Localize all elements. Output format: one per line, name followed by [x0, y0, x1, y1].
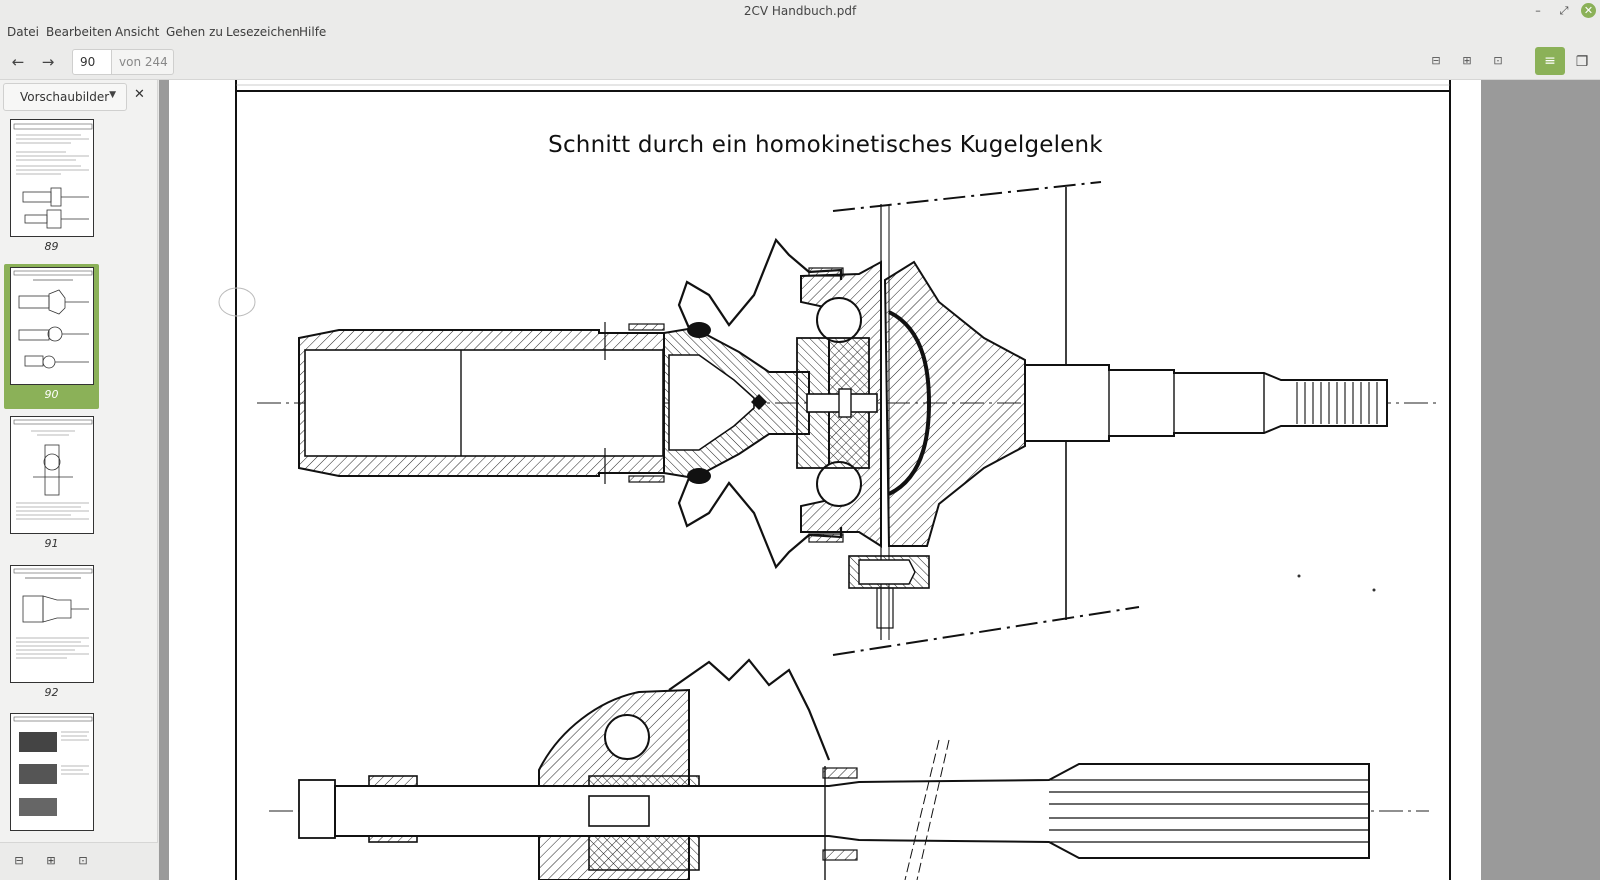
- fit-page-icon: ⊡: [1493, 54, 1503, 67]
- title-bar: 2CV Handbuch.pdf – ⤢ ✕: [0, 0, 1600, 22]
- thumb-zoom-in-icon[interactable]: ⊞: [46, 854, 56, 867]
- menu-bar: Datei Bearbeiten Ansicht Gehen zu Leseze…: [0, 22, 1600, 44]
- sidebar-footer: ⊟ ⊞ ⊡: [0, 842, 158, 880]
- pdf-page: Schnitt durch ein homokinetisches Kugelg…: [169, 80, 1481, 880]
- toolbar: ← → 90 von 244 ⊟ ⊞ ⊡ ≡ ❐: [0, 44, 1600, 80]
- zoom-in-icon: ⊞: [1462, 54, 1472, 67]
- thumbnail-page-number: 89: [44, 240, 59, 253]
- thumbnail-image: [10, 565, 94, 683]
- sidebar-mode-select[interactable]: Vorschaubilder ▼: [3, 83, 127, 111]
- thumbnail-page-number: 90: [44, 388, 59, 401]
- thumbnail-93[interactable]: [4, 710, 99, 841]
- fit-page-button[interactable]: ⊡: [1488, 49, 1508, 73]
- menu-datei[interactable]: Datei: [7, 25, 40, 39]
- page-heading: Schnitt durch ein homokinetisches Kugelg…: [548, 132, 1103, 158]
- menu-ansicht[interactable]: Ansicht: [115, 25, 160, 39]
- thumbnail-90[interactable]: 90: [4, 264, 99, 409]
- thumbnail-image: [10, 416, 94, 534]
- continuous-view-toggle[interactable]: ≡: [1535, 47, 1565, 75]
- continuous-icon: ≡: [1544, 53, 1556, 69]
- thumb-fit-icon[interactable]: ⊡: [78, 854, 88, 867]
- thumbnail-92[interactable]: 92: [4, 562, 99, 707]
- minimize-button[interactable]: –: [1535, 4, 1541, 17]
- dual-page-toggle[interactable]: ❐: [1571, 50, 1593, 74]
- thumbnail-91[interactable]: 91: [4, 413, 99, 558]
- close-window-button[interactable]: ✕: [1581, 3, 1596, 18]
- menu-hilfe[interactable]: Hilfe: [299, 25, 327, 39]
- thumbnail-89[interactable]: 89: [4, 116, 99, 261]
- thumbnail-page-number: 91: [44, 537, 59, 550]
- sidebar: Vorschaubilder ▼ ✕: [0, 80, 158, 880]
- back-button[interactable]: ←: [6, 50, 30, 74]
- page-number-input[interactable]: 90: [72, 49, 112, 75]
- arrow-left-icon: ←: [11, 53, 25, 71]
- forward-button[interactable]: →: [36, 50, 60, 74]
- zoom-out-button[interactable]: ⊟: [1426, 49, 1446, 73]
- zoom-out-icon: ⊟: [1431, 54, 1441, 67]
- sidebar-close-button[interactable]: ✕: [134, 87, 145, 102]
- joint-drawing: [218, 80, 1451, 880]
- zoom-in-button[interactable]: ⊞: [1457, 49, 1477, 73]
- maximize-button[interactable]: ⤢: [1559, 4, 1569, 17]
- dual-page-icon: ❐: [1575, 54, 1589, 70]
- page-total-label: von 244: [112, 49, 174, 75]
- window-title: 2CV Handbuch.pdf: [743, 4, 857, 18]
- thumb-zoom-out-icon[interactable]: ⊟: [14, 854, 24, 867]
- thumbnail-list[interactable]: 89 90: [0, 116, 158, 841]
- menu-lesezeichen[interactable]: Lesezeichen: [226, 25, 300, 39]
- thumbnail-image: [10, 713, 94, 831]
- chevron-down-icon: ▼: [109, 90, 116, 100]
- menu-bearbeiten[interactable]: Bearbeiten: [46, 25, 112, 39]
- sidebar-mode-label: Vorschaubilder: [20, 90, 110, 104]
- document-view[interactable]: Schnitt durch ein homokinetisches Kugelg…: [159, 80, 1600, 880]
- thumbnail-image: [10, 267, 94, 385]
- menu-gehen-zu[interactable]: Gehen zu: [166, 25, 223, 39]
- thumbnail-page-number: 92: [44, 686, 59, 699]
- thumbnail-image: [10, 119, 94, 237]
- arrow-right-icon: →: [41, 53, 55, 71]
